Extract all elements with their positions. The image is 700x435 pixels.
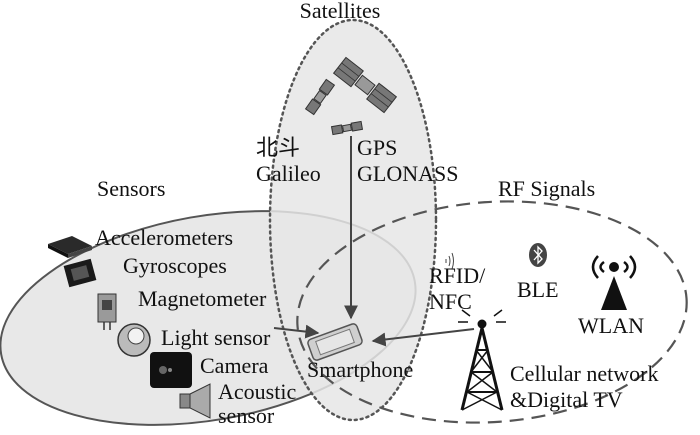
rfid-label: RFID/ (429, 263, 486, 288)
sensor-label: Light sensor (161, 325, 271, 350)
satellites-title: Satellites (300, 0, 381, 23)
rf-arrow (371, 328, 475, 347)
bluetooth-icon (529, 243, 547, 267)
gyroscope-icon (63, 258, 97, 288)
wlan-label: WLAN (578, 313, 644, 338)
nfc-label: NFC (429, 289, 472, 314)
beidou-label: 北斗 (256, 135, 300, 160)
sensor-arrow (273, 324, 320, 339)
sensor-label: Camera (200, 353, 269, 378)
sensor-label: Accelerometers (95, 225, 233, 250)
satellites-region (268, 18, 438, 422)
sensor-label: Gyroscopes (123, 253, 227, 278)
cellular-label: Cellular network (510, 361, 658, 386)
light-sensor-icon (117, 323, 151, 357)
ble-label: BLE (517, 277, 559, 302)
rf-title: RF Signals (498, 176, 595, 201)
sensor-label: Magnetometer (138, 286, 267, 311)
accelerometer-icon (48, 236, 92, 258)
rf-signals-region (296, 200, 688, 424)
camera-icon (150, 352, 192, 388)
nfc-wave-icon (445, 252, 454, 270)
sensor-label: sensor (218, 403, 275, 428)
sensors-title: Sensors (97, 176, 165, 201)
satellite-icon (330, 120, 364, 136)
cellular-tower-icon (458, 309, 506, 411)
sensor-label: Acoustic (218, 379, 296, 404)
galileo-label: Galileo (256, 161, 321, 186)
satellite-icon (332, 56, 398, 114)
magnetometer-icon (97, 293, 117, 330)
gps-label: GPS (357, 135, 397, 160)
glonass-label: GLONASS (357, 161, 458, 186)
satellite-icon (304, 78, 336, 116)
digital-tv-label: &Digital TV (510, 387, 623, 412)
smartphone-icon (307, 323, 363, 361)
speaker-icon (179, 383, 211, 419)
wifi-tower-icon (591, 255, 637, 310)
smartphone-label: Smartphone (307, 357, 413, 382)
